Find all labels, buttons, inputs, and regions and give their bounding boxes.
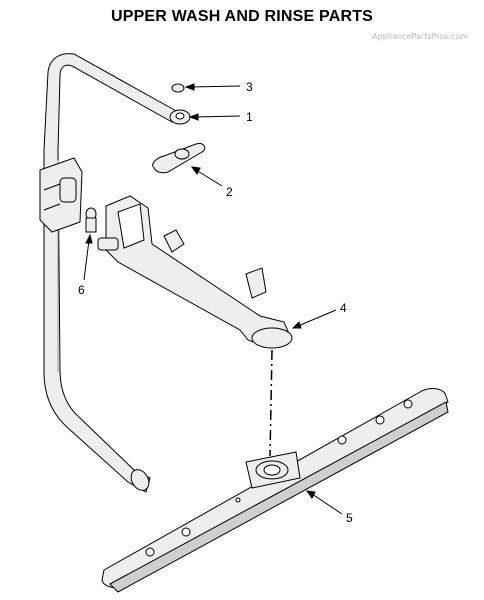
- part-4-feed-tube: [97, 195, 293, 349]
- part-2-plate: [152, 143, 206, 174]
- callout-2: 2: [226, 185, 233, 199]
- diagram-title: UPPER WASH AND RINSE PARTS: [110, 8, 374, 25]
- conduit-clip: [39, 157, 83, 233]
- part-5-spray-arm: [101, 388, 449, 593]
- part-3-cap: [171, 83, 185, 93]
- part-6-screw: [85, 207, 97, 233]
- leader-lines: [83, 83, 343, 515]
- alignment-line: [269, 349, 273, 457]
- watermark: AppliancePartsPros.com: [372, 32, 468, 41]
- conduit-tube: [43, 53, 179, 493]
- callout-3: 3: [246, 80, 253, 94]
- callout-4: 4: [340, 301, 347, 315]
- part-1-nut: [169, 109, 191, 125]
- callout-5: 5: [346, 511, 353, 525]
- callout-1: 1: [246, 110, 253, 124]
- callout-6: 6: [78, 283, 85, 297]
